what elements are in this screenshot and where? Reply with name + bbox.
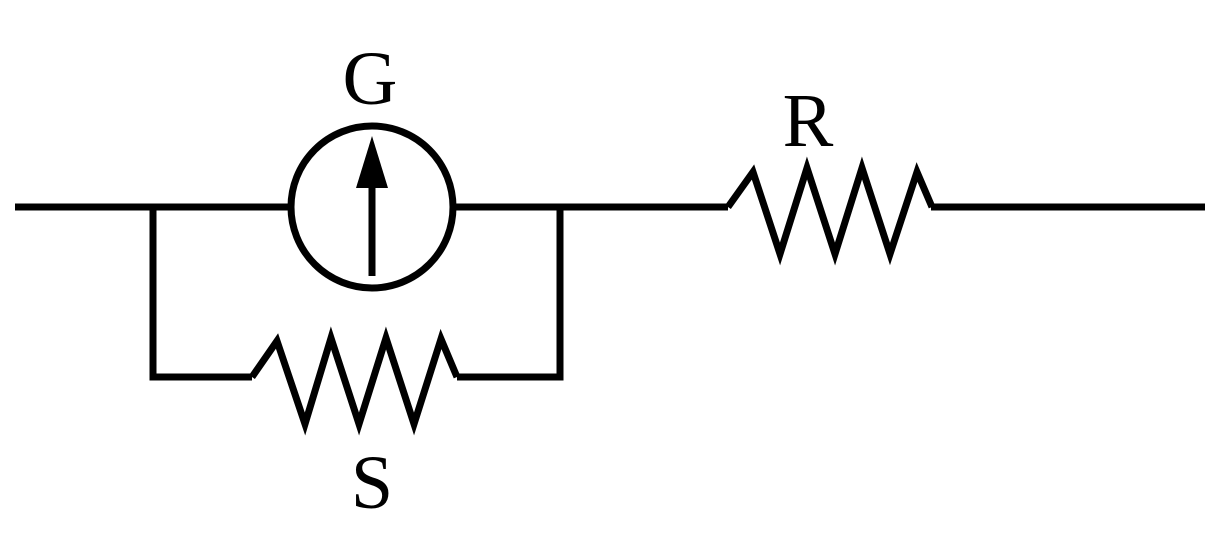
shunt-wire-right <box>457 207 564 381</box>
label-g: G <box>343 37 398 121</box>
label-s: S <box>351 441 393 525</box>
label-r: R <box>783 79 834 163</box>
arrow-head-icon <box>356 136 388 188</box>
shunt-wire-left <box>149 207 252 381</box>
galvanometer-circle <box>287 122 457 292</box>
resistor-r <box>725 156 936 266</box>
resistor-s <box>249 326 461 436</box>
galvanometer <box>287 122 457 292</box>
